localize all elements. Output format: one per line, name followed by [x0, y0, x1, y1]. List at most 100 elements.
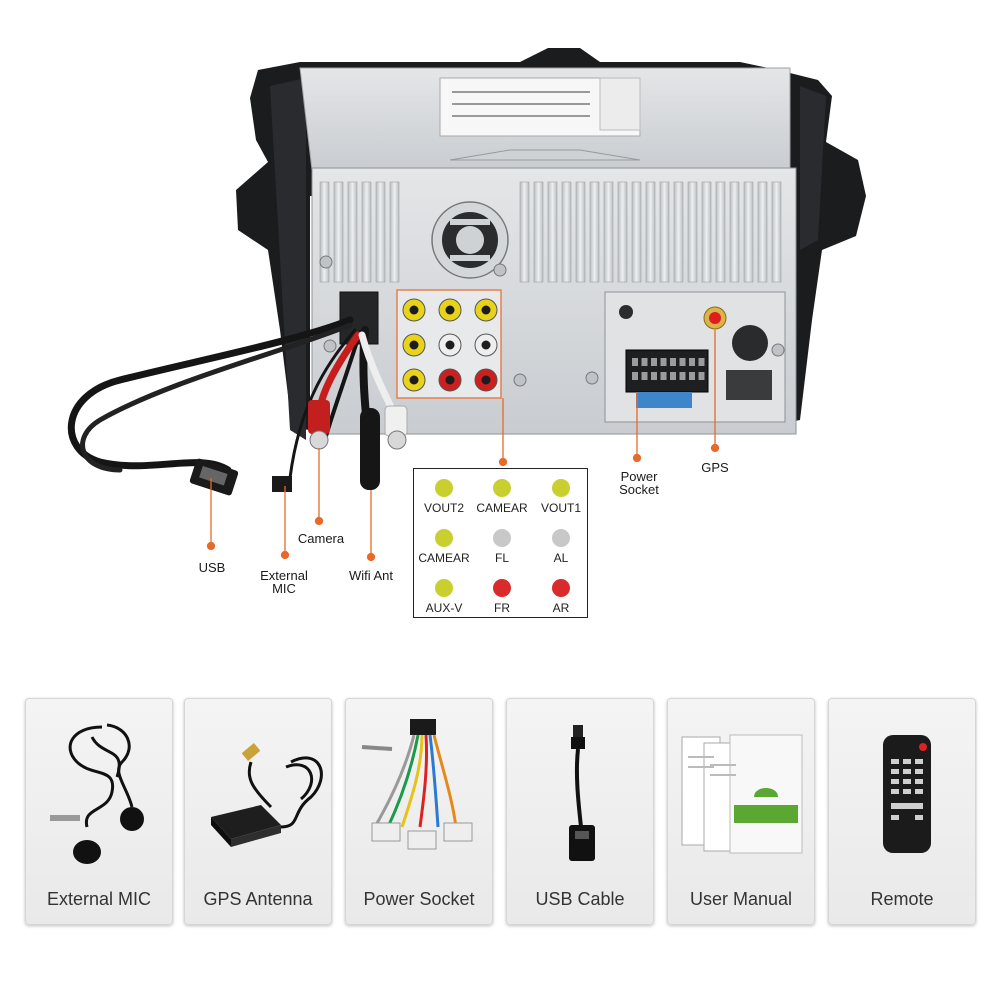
rca-jack-center — [409, 375, 419, 385]
legend-item: AL — [531, 529, 591, 565]
accessory-card: External MIC — [25, 698, 173, 925]
socket-pin — [660, 358, 667, 366]
remote-control-icon — [883, 735, 931, 853]
usb-cable-icon — [569, 725, 595, 861]
external-mic-callout-line1: External — [260, 568, 308, 583]
rca-jack-center — [445, 305, 455, 315]
socket-pin — [641, 358, 648, 366]
heatsink-rib — [659, 181, 670, 283]
power-socket-callout-line2: Socket — [619, 482, 659, 497]
legend-item: FL — [472, 529, 532, 565]
external-mic-callout-line2: MIC — [272, 581, 296, 596]
legend-color-dot — [552, 479, 570, 497]
socket-pin — [651, 372, 657, 380]
socket-pin — [670, 358, 676, 366]
power-socket-callout: Power Socket — [610, 470, 668, 496]
head-unit-rear-photo — [67, 48, 866, 562]
heatsink-rib — [575, 181, 586, 283]
heatsink-rib — [603, 181, 614, 283]
power-socket-callout-line1: Power — [620, 469, 658, 484]
socket-pin — [670, 372, 676, 380]
external-mic-callout: External MIC — [250, 569, 318, 595]
legend-item: VOUT2 — [414, 479, 474, 515]
legend-label: FR — [494, 601, 510, 615]
legend-item: AR — [531, 579, 591, 615]
legend-label: AL — [553, 551, 569, 565]
heatsink-rib — [319, 181, 330, 283]
wifi-ant-callout: Wifi Ant — [348, 568, 394, 583]
socket-pin — [651, 358, 657, 366]
socket-pin — [689, 358, 695, 366]
rca-jack-center — [445, 340, 455, 350]
legend-color-dot — [552, 529, 570, 547]
socket-pin — [632, 372, 638, 380]
rca-jack-center — [481, 305, 491, 315]
rca-jack-center — [481, 340, 491, 350]
legend-label: FL — [494, 551, 509, 565]
socket-pin — [698, 372, 705, 380]
legend-label: AR — [552, 601, 570, 615]
accessory-label: Power Socket — [363, 889, 475, 909]
heatsink-rib — [533, 181, 544, 283]
socket-pin — [679, 372, 686, 380]
heatsink-rib — [347, 181, 358, 283]
legend-item: CAMEAR — [472, 479, 532, 515]
accessory-card: USB Cable — [506, 698, 654, 925]
legend-label: AUX-V — [425, 601, 463, 615]
socket-pin — [641, 372, 648, 380]
legend-color-dot — [435, 579, 453, 597]
accessory-label: USB Cable — [535, 889, 625, 909]
legend-label: CAMEAR — [418, 551, 470, 565]
socket-pin — [660, 372, 667, 380]
legend-item: FR — [472, 579, 532, 615]
accessory-label: User Manual — [689, 889, 793, 909]
heatsink-rib — [673, 181, 684, 283]
accessory-label: External MIC — [46, 889, 152, 909]
heatsink-rib — [617, 181, 628, 283]
rca-jack-center — [481, 375, 491, 385]
manual-icon — [681, 734, 803, 854]
legend-label: VOUT1 — [540, 501, 581, 515]
heatsink-rib — [561, 181, 572, 283]
heatsink-rib — [361, 181, 372, 283]
accessory-card: Power Socket — [345, 698, 493, 925]
heatsink-rib — [375, 181, 386, 283]
heatsink-rib — [333, 181, 344, 283]
heatsink-rib — [701, 181, 712, 283]
socket-pin — [689, 372, 695, 380]
microphone-icon — [50, 723, 144, 864]
camera-callout: Camera — [297, 531, 345, 546]
legend-color-dot — [493, 579, 511, 597]
legend-color-dot — [435, 529, 453, 547]
heatsink-rib — [645, 181, 656, 283]
socket-pin — [632, 358, 638, 366]
heatsink-rib — [519, 181, 530, 283]
heatsink-rib — [631, 181, 642, 283]
heatsink-rib — [743, 181, 754, 283]
wiring-harness-icon — [361, 719, 473, 850]
accessory-label: GPS Antenna — [203, 889, 313, 909]
heatsink-rib — [389, 181, 400, 283]
legend-label: VOUT2 — [423, 501, 464, 515]
accessory-card: GPS Antenna — [184, 698, 332, 925]
heatsink-rib — [757, 181, 768, 283]
accessory-card: User Manual — [667, 698, 815, 925]
accessory-card: Remote — [828, 698, 976, 925]
heatsink-rib — [547, 181, 558, 283]
legend-label: CAMEAR — [476, 501, 528, 515]
legend-item: AUX-V — [414, 579, 474, 615]
legend-color-dot — [493, 529, 511, 547]
heatsink-rib — [729, 181, 740, 283]
legend-color-dot — [493, 479, 511, 497]
legend-color-dot — [552, 579, 570, 597]
rca-jack-center — [409, 340, 419, 350]
heatsink-rib — [715, 181, 726, 283]
usb-callout: USB — [198, 560, 226, 575]
gps-antenna-icon — [211, 743, 323, 847]
legend-item: VOUT1 — [531, 479, 591, 515]
rca-jack-center — [409, 305, 419, 315]
heatsink-rib — [771, 181, 782, 283]
heatsink-rib — [589, 181, 600, 283]
socket-pin — [679, 358, 686, 366]
